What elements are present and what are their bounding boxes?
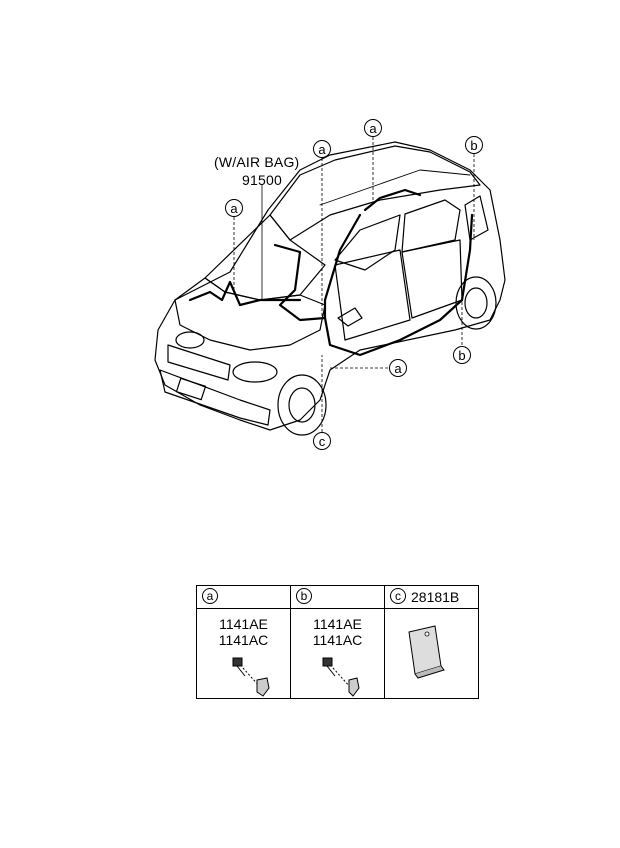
callout-a-roof: a <box>364 119 382 137</box>
windshield <box>204 214 326 301</box>
headlamp-left <box>175 331 205 349</box>
a-pillar-harness <box>323 213 362 320</box>
legend-column-b: b 1141AE 1141AC <box>291 586 385 698</box>
roof-harness <box>273 243 327 322</box>
dash-harness <box>188 280 302 307</box>
rear-door <box>401 239 463 319</box>
part-code: 1141AE <box>313 616 362 632</box>
legend-codes-a: 1141AE 1141AC <box>197 616 290 648</box>
legend-header-a: a <box>197 586 290 609</box>
variant-label: (W/AIR BAG) <box>214 154 300 170</box>
headlamp-right <box>232 361 278 383</box>
rear-quarter-window <box>464 195 489 241</box>
legend-header-code-c: 28181B <box>411 589 460 605</box>
pad-icon <box>408 625 445 679</box>
legend-header-c: c 28181B <box>385 586 478 609</box>
car-body-outline <box>154 141 506 431</box>
front-wheel <box>277 374 327 436</box>
callout-b-rear: b <box>465 136 483 154</box>
bolt-ground-icon <box>232 657 270 697</box>
front-side-window <box>334 214 401 271</box>
rear-side-window <box>401 199 461 253</box>
headliner-harness <box>363 188 422 212</box>
part-code: 1141AE <box>219 616 268 632</box>
floor-harness <box>323 298 464 357</box>
rear-harness <box>460 213 474 302</box>
part-code: 1141AC <box>312 632 363 648</box>
callout-a-pillar: a <box>313 140 331 158</box>
front-grille <box>167 344 231 381</box>
legend-header-b: b <box>291 586 384 609</box>
license-plate <box>175 377 207 401</box>
callout-a-floor: a <box>389 359 407 377</box>
rear-wheel-hub <box>464 287 488 319</box>
side-mirror <box>337 307 363 327</box>
car-roof <box>269 145 481 241</box>
legend-callout-c: c <box>390 588 406 604</box>
roof-rail <box>319 169 471 206</box>
legend-callout-a: a <box>202 588 218 604</box>
parts-legend-table: a 1141AE 1141AC b 1141AE 1141AC <box>196 585 479 699</box>
main-part-number: 91500 <box>242 172 282 188</box>
front-bumper <box>159 369 271 426</box>
front-wheel-hub <box>288 387 316 423</box>
callout-c: c <box>313 432 331 450</box>
front-door <box>334 249 411 341</box>
bolt-ground-icon <box>322 657 360 697</box>
callout-a-dash: a <box>225 199 243 217</box>
rear-wheel <box>455 276 497 330</box>
legend-column-c: c 28181B <box>385 586 478 698</box>
callout-b-floor: b <box>453 346 471 364</box>
legend-callout-b: b <box>296 588 312 604</box>
legend-column-a: a 1141AE 1141AC <box>197 586 291 698</box>
part-code: 1141AC <box>218 632 269 648</box>
legend-codes-b: 1141AE 1141AC <box>291 616 384 648</box>
